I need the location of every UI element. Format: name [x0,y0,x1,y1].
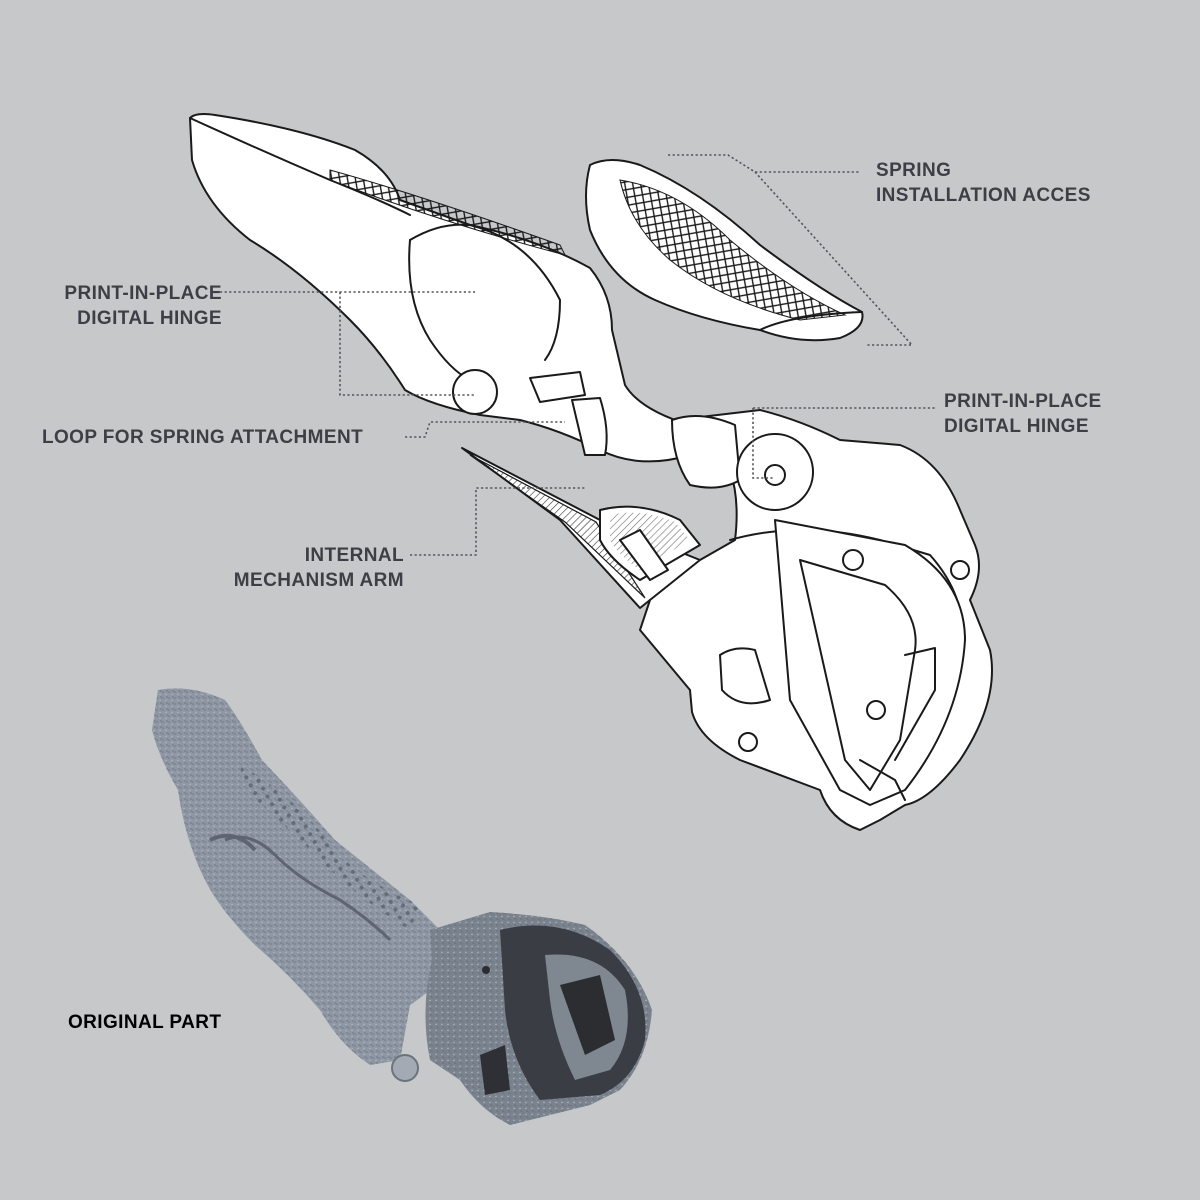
leader-lines [220,154,936,556]
label-arm-line-2: MECHANISM ARM [233,570,404,591]
label-spring-line-2: INSTALLATION ACCES [876,185,1091,206]
label-arm-line-1: INTERNAL [304,545,404,566]
label-spring-installation-access: SPRING INSTALLATION ACCES [876,158,1091,208]
label-hinge-right-line-2: DIGITAL HINGE [944,416,1089,437]
label-print-in-place-hinge-right: PRINT-IN-PLACE DIGITAL HINGE [944,389,1102,439]
finger-body [189,113,691,463]
label-internal-mechanism-arm: INTERNAL MECHANISM ARM [190,543,404,593]
label-print-in-place-hinge-left: PRINT-IN-PLACE DIGITAL HINGE [18,281,222,331]
label-spring-line-1: SPRING [876,160,952,181]
original-part-photo [152,688,652,1125]
label-original-line-1: ORIGINAL PART [68,1012,222,1033]
label-hinge-right-line-1: PRINT-IN-PLACE [944,391,1102,412]
label-original-part: ORIGINAL PART [68,1010,221,1035]
label-loop-spring-attachment: LOOP FOR SPRING ATTACHMENT [42,425,363,450]
label-hinge-left-line-2: DIGITAL HINGE [77,308,222,329]
exploded-part-illustration [189,113,993,831]
socket-housing [599,409,993,831]
label-loop-line-1: LOOP FOR SPRING ATTACHMENT [42,427,364,448]
label-hinge-left-line-1: PRINT-IN-PLACE [64,283,222,304]
spring-access-cover [585,159,864,342]
